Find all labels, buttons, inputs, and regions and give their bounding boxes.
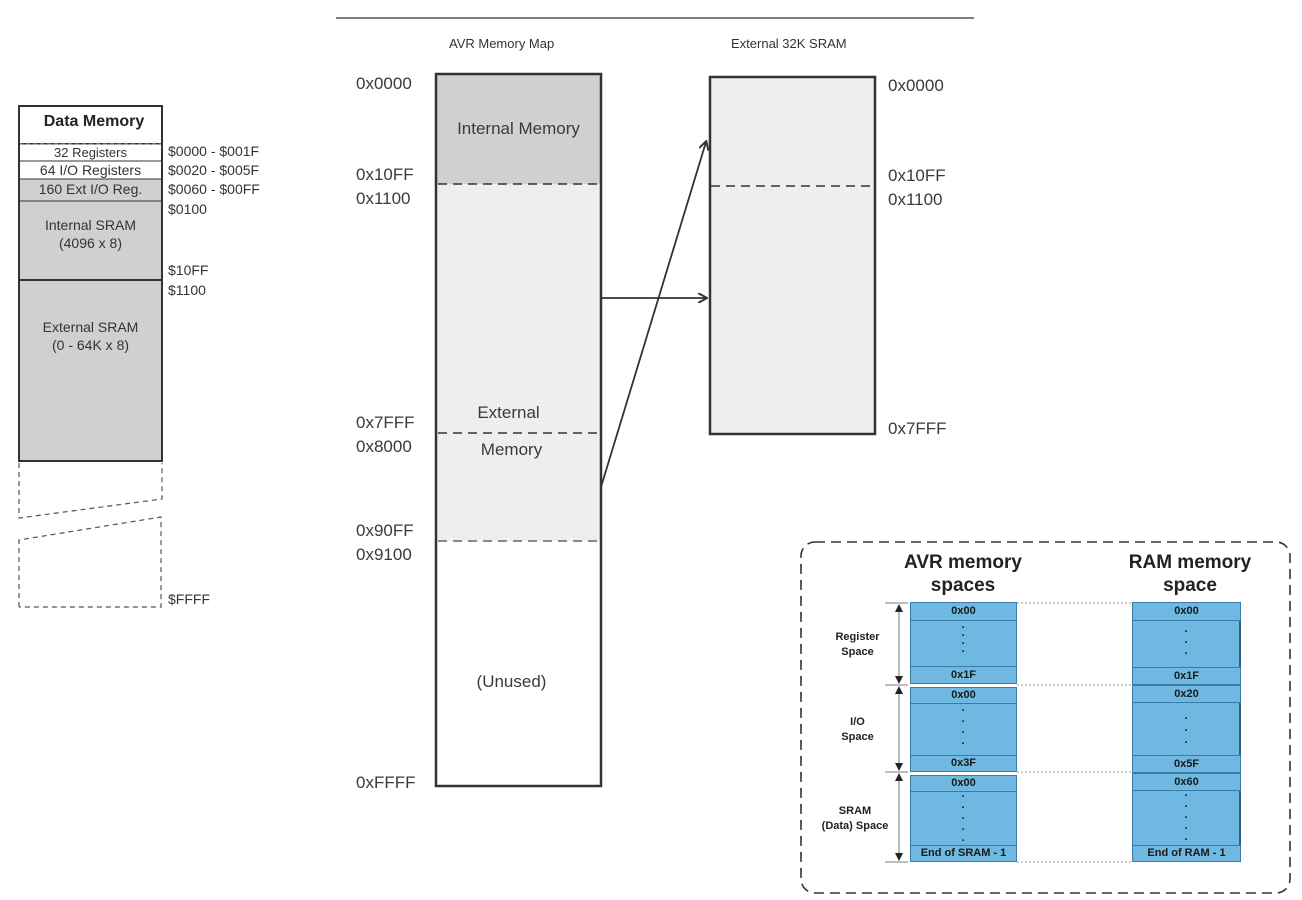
avr-sram-start: 0x00 bbox=[910, 775, 1017, 792]
sram-space-label-2: (Data) Space bbox=[821, 820, 889, 832]
ext-sram-title: External 32K SRAM bbox=[731, 36, 847, 51]
internal-memory-label: Internal Memory bbox=[457, 119, 580, 138]
avr-spaces-title-line2: spaces bbox=[930, 575, 996, 596]
data-memory-break-upper bbox=[18, 463, 163, 519]
addr-internal-sram-start: $0100 bbox=[168, 201, 207, 217]
ext-addr-0000: 0x0000 bbox=[888, 76, 944, 95]
internal-sram-label: Internal SRAM bbox=[44, 217, 137, 233]
avr-external-region bbox=[436, 184, 601, 541]
avr-addr-9100: 0x9100 bbox=[356, 545, 412, 564]
range-registers: $0000 - $001F bbox=[168, 143, 260, 159]
register-space-label-1: Register bbox=[835, 631, 880, 643]
internal-sram-size: (4096 x 8) bbox=[58, 235, 123, 251]
io-space-label-1: I/O bbox=[850, 716, 865, 728]
external-sram-box bbox=[18, 279, 163, 462]
ram-register-end: 0x1F bbox=[1132, 667, 1241, 685]
addr-internal-sram-end: $10FF bbox=[168, 262, 209, 278]
ext-sram-box bbox=[708, 75, 877, 436]
register-space-label-2: Space bbox=[841, 646, 874, 658]
avr-addr-ffff: 0xFFFF bbox=[356, 773, 416, 792]
ram-block bbox=[1132, 602, 1241, 862]
ext-addr-7fff: 0x7FFF bbox=[888, 419, 947, 438]
avr-io-end: 0x3F bbox=[910, 755, 1017, 772]
arrow-diagonal bbox=[600, 142, 706, 488]
avr-register-dots: ···· bbox=[961, 622, 966, 658]
sram-space-label: SRAM (Data) Space bbox=[810, 804, 900, 834]
region-label-ext-io: 160 Ext I/O Reg. bbox=[38, 181, 143, 197]
addr-end: $FFFF bbox=[168, 591, 210, 607]
avr-addr-7fff: 0x7FFF bbox=[356, 413, 415, 432]
dimension-arrows bbox=[885, 602, 908, 863]
avr-register-start: 0x00 bbox=[910, 602, 1017, 621]
external-sram-size: (0 - 64K x 8) bbox=[51, 337, 130, 353]
range-io-registers: $0020 - $005F bbox=[168, 162, 260, 178]
ram-sram-dots: ····· bbox=[1184, 790, 1189, 846]
ram-space-title-line1: RAM memory bbox=[1128, 552, 1252, 573]
ram-register-start: 0x00 bbox=[1132, 602, 1241, 621]
ram-io-start: 0x20 bbox=[1132, 685, 1241, 703]
region-label-registers: 32 Registers bbox=[54, 145, 127, 160]
avr-internal-region bbox=[436, 74, 601, 184]
range-ext-io: $0060 - $00FF bbox=[168, 181, 260, 197]
avr-io-start: 0x00 bbox=[910, 687, 1017, 704]
ext-addr-1100: 0x1100 bbox=[888, 190, 943, 209]
addr-external-sram-start: $1100 bbox=[168, 282, 206, 298]
avr-addr-90ff: 0x90FF bbox=[356, 521, 414, 540]
avr-spaces-title-line1: AVR memory bbox=[904, 552, 1022, 573]
data-memory-break-lower bbox=[18, 516, 162, 608]
register-space-label: Register Space bbox=[820, 630, 895, 660]
avr-addr-1100: 0x1100 bbox=[356, 189, 411, 208]
region-label-io-registers: 64 I/O Registers bbox=[39, 162, 142, 178]
ram-sram-end: End of RAM - 1 bbox=[1132, 845, 1241, 862]
external-memory-label-1: External bbox=[477, 403, 540, 422]
sram-space-label-1: SRAM bbox=[838, 805, 872, 817]
io-space-label-2: Space bbox=[841, 731, 874, 743]
avr-register-end: 0x1F bbox=[910, 666, 1017, 684]
avr-addr-8000: 0x8000 bbox=[356, 437, 412, 456]
external-sram-label: External SRAM bbox=[42, 319, 139, 335]
external-memory-label-2: Memory bbox=[480, 440, 543, 459]
ext-addr-10ff: 0x10FF bbox=[888, 166, 946, 185]
ram-sram-start: 0x60 bbox=[1132, 773, 1241, 791]
avr-unused-region bbox=[436, 541, 601, 786]
inset-frame bbox=[800, 541, 1291, 894]
avr-sram-end: End of SRAM - 1 bbox=[910, 845, 1017, 862]
avr-io-dots: ···· bbox=[961, 705, 966, 750]
ram-register-dots: ··· bbox=[1184, 626, 1189, 660]
inset-guide-lines bbox=[1017, 602, 1131, 863]
avr-map-title: AVR Memory Map bbox=[449, 36, 555, 51]
avr-map-outline bbox=[434, 72, 603, 788]
avr-addr-10ff: 0x10FF bbox=[356, 165, 414, 184]
internal-sram-box bbox=[18, 200, 163, 281]
io-space-label: I/O Space bbox=[820, 715, 895, 745]
unused-label: (Unused) bbox=[476, 672, 547, 691]
ram-io-dots: ··· bbox=[1184, 713, 1189, 749]
data-memory-title: Data Memory bbox=[43, 113, 145, 130]
ram-space-title-line2: space bbox=[1163, 575, 1217, 596]
avr-sram-dots: ····· bbox=[961, 791, 966, 847]
avr-addr-0000: 0x0000 bbox=[356, 74, 412, 93]
ram-io-end: 0x5F bbox=[1132, 755, 1241, 773]
